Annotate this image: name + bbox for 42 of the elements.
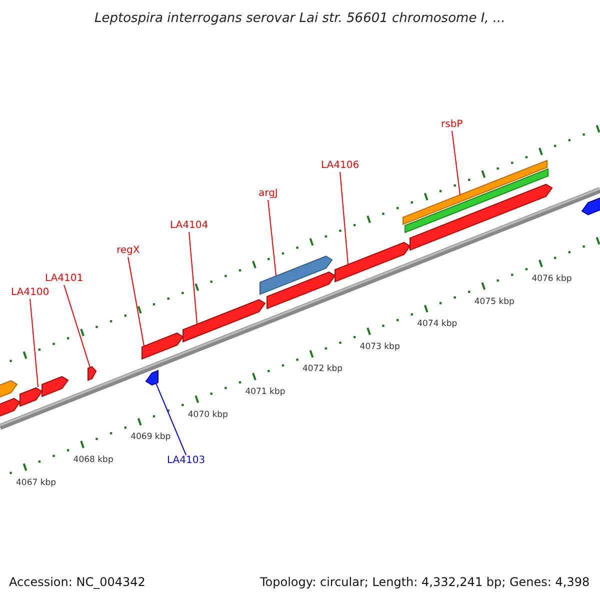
gene-label: LA4104 xyxy=(170,221,208,231)
leader-line xyxy=(268,200,276,276)
gene-block xyxy=(410,184,553,251)
leader-line xyxy=(156,382,186,456)
gene-block xyxy=(142,332,184,360)
gene-label: LA4106 xyxy=(321,161,360,171)
gene-block xyxy=(0,380,18,400)
leader-line xyxy=(64,284,90,368)
gene-label: rsbP xyxy=(441,120,463,130)
scale-label: 4074 kbp xyxy=(417,320,458,329)
gene-block xyxy=(402,160,548,226)
gene-block xyxy=(334,242,411,282)
gene-block xyxy=(0,398,21,419)
scale-label: 4071 kbp xyxy=(245,388,286,397)
gene-block xyxy=(145,370,158,386)
scale-label: 4075 kbp xyxy=(474,298,514,306)
scale-label: 4069 kbp xyxy=(130,433,171,442)
gene-label: regX xyxy=(116,246,140,256)
scale-label: 4070 kbp xyxy=(188,410,228,420)
gene-block xyxy=(20,387,43,407)
gene-label: argJ xyxy=(258,189,278,199)
gene-label: LA4101 xyxy=(45,274,84,284)
gene-label: LA4103 xyxy=(167,456,206,466)
scale-label: 4067 kbp xyxy=(16,478,56,488)
leader-line xyxy=(30,298,38,388)
gene-block xyxy=(88,366,97,381)
scale-label: 4073 kbp xyxy=(360,342,400,352)
gene-block xyxy=(266,271,336,310)
gene-block xyxy=(404,168,548,234)
leader-line xyxy=(128,256,144,347)
scale-label: 4076 kbp xyxy=(532,274,572,284)
gene-block xyxy=(182,299,266,342)
gene-label: LA4100 xyxy=(11,288,50,298)
scale-label: 4068 kbp xyxy=(73,456,114,464)
title: Leptospira interrogans serovar Lai str. 56601 chromosome I, ... xyxy=(94,12,506,24)
leader-line xyxy=(340,172,348,266)
scale-label: 4072 kbp xyxy=(302,365,343,374)
gene-block xyxy=(42,376,69,398)
accession-text: Accession: NC_004342 xyxy=(9,576,146,588)
leader-line xyxy=(188,232,198,325)
gene-block xyxy=(260,256,333,296)
summary-text: Topology: circular; Length: 4,332,241 bp; Genes: 4,398 xyxy=(260,576,590,588)
